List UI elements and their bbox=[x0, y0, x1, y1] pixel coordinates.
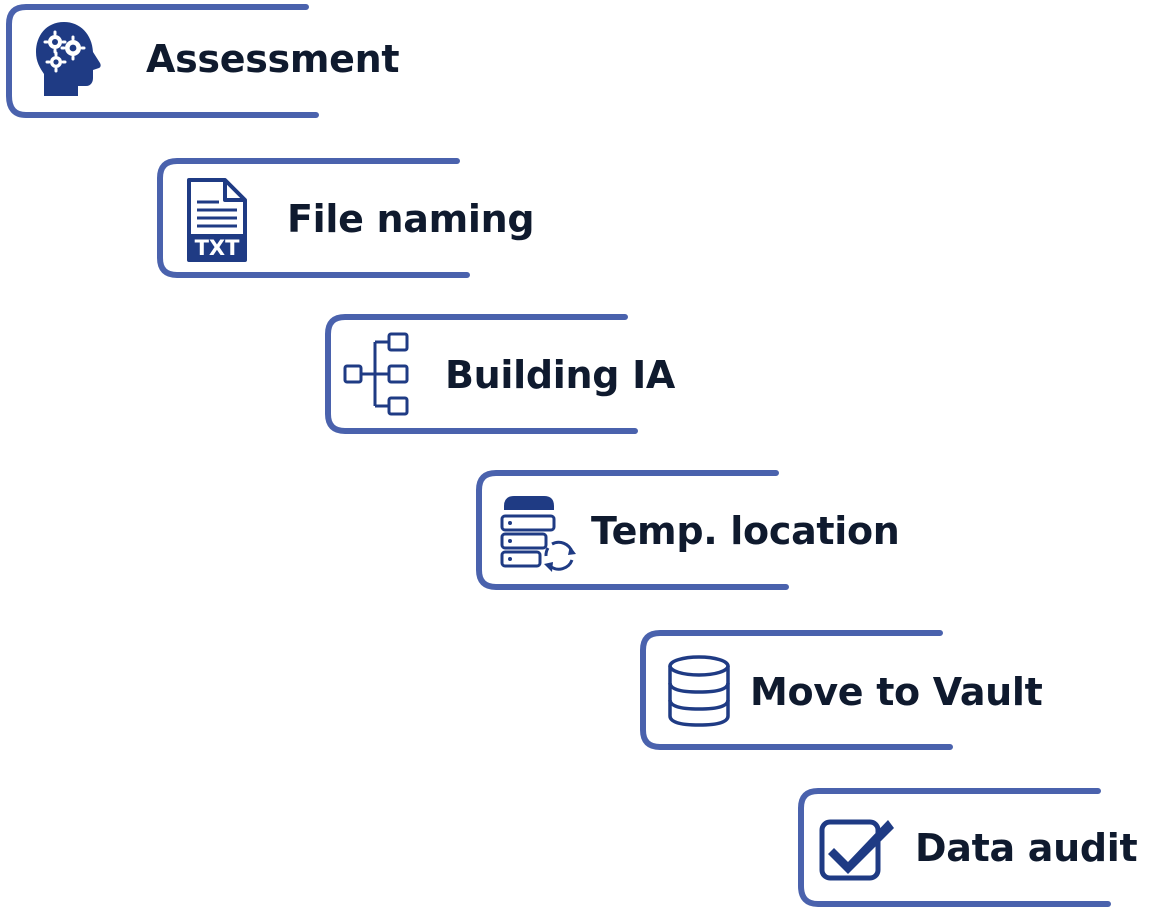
step-frame bbox=[640, 630, 953, 750]
step-frame bbox=[476, 470, 789, 590]
txt-file-icon: TXT bbox=[185, 178, 257, 262]
step-label: Move to Vault bbox=[750, 670, 1043, 714]
svg-text:TXT: TXT bbox=[195, 236, 241, 260]
step-label: Data audit bbox=[915, 826, 1138, 870]
step-label: Temp. location bbox=[591, 509, 900, 553]
step-frame bbox=[6, 4, 319, 118]
step-frame bbox=[798, 788, 1111, 907]
step-move-to-vault: Move to Vault bbox=[640, 630, 1043, 750]
hierarchy-icon bbox=[343, 330, 415, 416]
step-label: File naming bbox=[287, 197, 535, 241]
step-frame bbox=[325, 314, 638, 434]
step-file-naming: TXT File naming bbox=[157, 158, 535, 278]
server-sync-icon bbox=[498, 492, 576, 572]
head-gears-icon bbox=[28, 18, 101, 96]
checkbox-icon bbox=[818, 814, 894, 886]
step-label: Building IA bbox=[445, 353, 676, 397]
step-label: Assessment bbox=[146, 37, 400, 81]
step-building-ia: Building IA bbox=[325, 314, 675, 434]
step-assessment: Assessment bbox=[6, 4, 400, 118]
step-frame bbox=[157, 158, 470, 278]
step-data-audit: Data audit bbox=[798, 788, 1138, 907]
database-icon bbox=[666, 654, 738, 727]
step-temp-location: Temp. location bbox=[476, 470, 900, 590]
